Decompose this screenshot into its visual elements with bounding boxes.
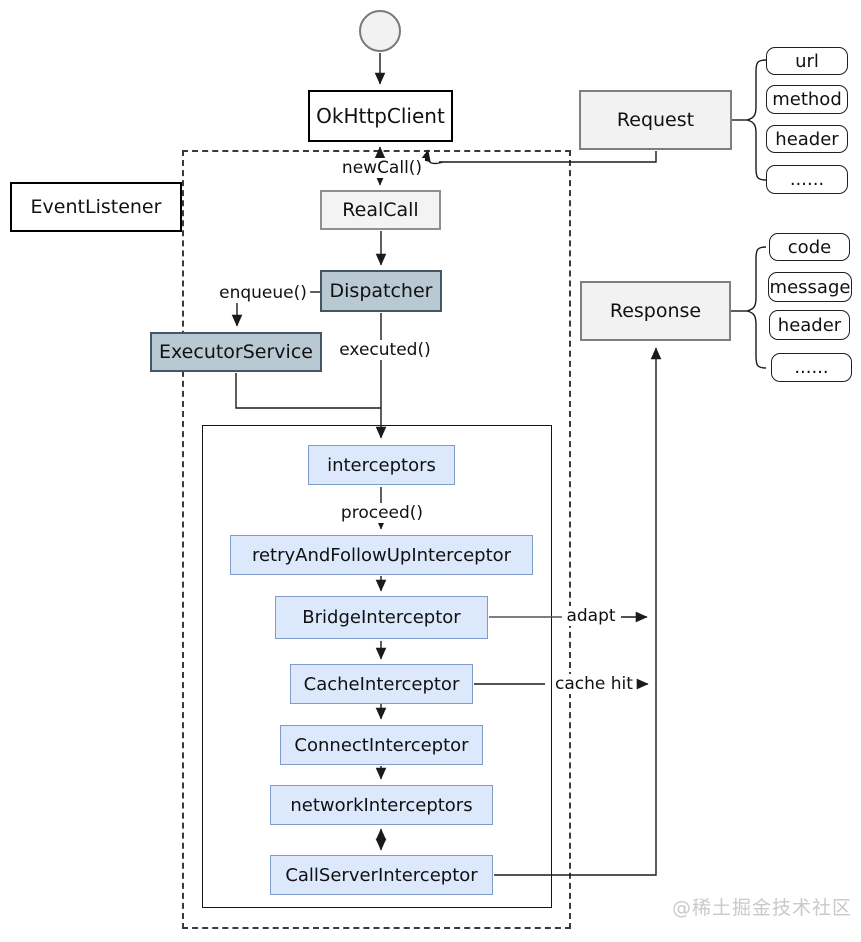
label-adapt: adapt <box>563 606 619 626</box>
response-field-more: ...... <box>771 353 852 382</box>
response-brace <box>746 246 767 369</box>
node-eventlistener: EventListener <box>10 182 182 232</box>
edge-callserver-response <box>494 347 662 876</box>
node-response: Response <box>580 281 731 341</box>
node-request: Request <box>579 90 732 150</box>
node-cacheinterceptor: CacheInterceptor <box>290 664 473 704</box>
node-networkinterceptors: networkInterceptors <box>270 785 493 825</box>
edge-request-newcall-hook <box>420 149 444 165</box>
interceptor-chain-container <box>202 425 552 908</box>
response-field-header: header <box>769 310 850 340</box>
label-enqueue: enqueue() <box>216 283 310 303</box>
label-cache-hit: cache hit <box>552 674 636 694</box>
node-dispatcher: Dispatcher <box>320 270 442 312</box>
request-brace <box>746 59 767 181</box>
node-retryandfollowupinterceptor: retryAndFollowUpInterceptor <box>230 535 533 575</box>
request-field-url: url <box>766 47 848 75</box>
label-newcall: newCall() <box>338 158 426 178</box>
edge-executor-join <box>235 373 381 409</box>
response-field-code: code <box>769 233 850 261</box>
start-node <box>359 10 401 52</box>
request-field-method: method <box>766 85 848 114</box>
node-executorservice: ExecutorService <box>150 332 322 372</box>
node-callserverinterceptor: CallServerInterceptor <box>270 855 493 895</box>
node-connectinterceptor: ConnectInterceptor <box>280 725 483 765</box>
node-realcall: RealCall <box>320 190 441 230</box>
node-interceptors: interceptors <box>308 445 455 485</box>
watermark: @稀土掘金技术社区 <box>672 897 853 919</box>
node-bridgeinterceptor: BridgeInterceptor <box>275 596 488 639</box>
request-field-more: ...... <box>766 165 848 194</box>
node-okhttpclient: OkHttpClient <box>308 90 453 142</box>
request-field-header: header <box>766 125 848 153</box>
label-executed: executed() <box>336 340 434 360</box>
response-field-message: message <box>768 272 852 302</box>
label-proceed: proceed() <box>337 503 427 523</box>
edge-request-newcall <box>439 151 657 163</box>
